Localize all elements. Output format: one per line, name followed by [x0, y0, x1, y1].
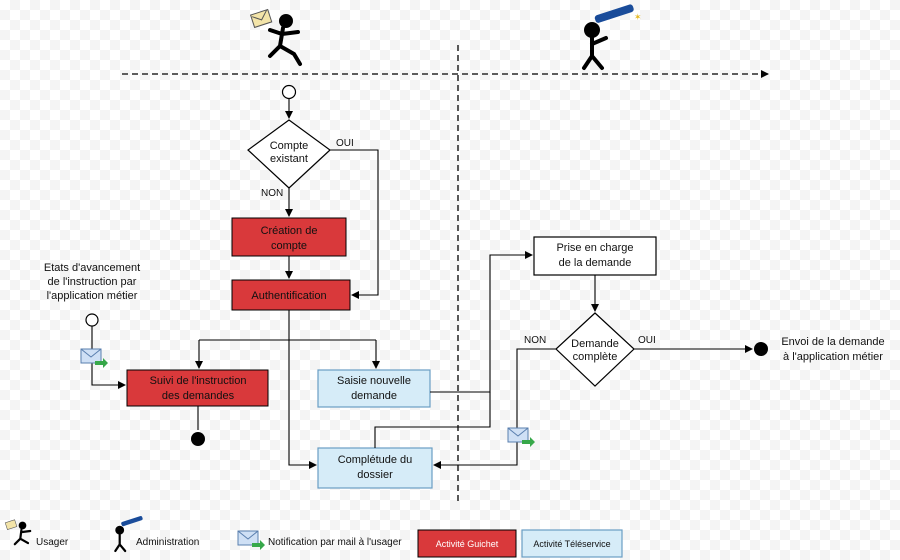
- decision-complete-line2: complète: [573, 351, 618, 363]
- completude-dossier-box: [317, 447, 433, 489]
- prise-line1: Prise en charge: [556, 242, 633, 254]
- etats-line1: Etats d'avancement: [44, 262, 140, 274]
- saisie-demande-box: [317, 369, 431, 408]
- creation-compte-box: [231, 217, 347, 257]
- completude-line1: Complétude du: [338, 454, 413, 466]
- end-node-right: [754, 342, 768, 356]
- suivi-instruction-box: [126, 369, 269, 407]
- legend-notification: Notification par mail à l'usager: [268, 537, 402, 548]
- creation-line1: Création de: [261, 225, 318, 237]
- creation-line2: compte: [271, 240, 307, 252]
- legend-administration: Administration: [136, 537, 199, 548]
- etats-line3: l'application métier: [47, 290, 138, 302]
- envoi-line1: Envoi de la demande: [781, 336, 884, 348]
- mail-notification-icon: [507, 427, 535, 447]
- legend-guichet: Activité Guichet: [436, 539, 499, 549]
- administration-legend-icon: [114, 516, 143, 553]
- legend-guichet-box: [417, 529, 517, 558]
- decision-complete-line1: Demande: [571, 338, 619, 350]
- decision-compte-line2: existant: [270, 153, 308, 165]
- edge-label-oui-top: OUI: [336, 138, 354, 149]
- decision-demande-complete: [555, 312, 635, 387]
- saisie-line1: Saisie nouvelle: [337, 375, 411, 387]
- svg-text:✶: ✶: [634, 12, 642, 22]
- legend: Usager Administration Notification par m…: [4, 516, 623, 558]
- edge-label-non-top: NON: [261, 188, 283, 199]
- prise-en-charge-box: [533, 236, 657, 276]
- etats-start-node: [85, 313, 99, 327]
- usager-legend-icon: [4, 519, 32, 546]
- prise-line2: de la demande: [559, 257, 632, 269]
- saisie-line2: demande: [351, 390, 397, 402]
- end-node-left: [191, 432, 205, 446]
- etats-line2: de l'instruction par: [48, 276, 137, 288]
- edge-label-non-right: NON: [524, 335, 546, 346]
- auth-label: Authentification: [251, 290, 326, 302]
- envoi-line2: à l'application métier: [783, 351, 883, 363]
- authentification-box: [231, 279, 351, 311]
- mail-notification-icon: [80, 348, 108, 368]
- suivi-line2: des demandes: [162, 390, 235, 402]
- edge-label-oui-right: OUI: [638, 335, 656, 346]
- suivi-line1: Suivi de l'instruction: [150, 375, 247, 387]
- legend-teleservice: Activité Téléservice: [533, 539, 610, 549]
- start-node: [281, 84, 297, 100]
- usager-actor-icon: [249, 8, 302, 66]
- legend-teleservice-box: [521, 529, 623, 558]
- decision-compte-line1: Compte: [270, 140, 309, 152]
- completude-line2: dossier: [357, 469, 393, 481]
- legend-usager: Usager: [36, 537, 69, 548]
- notification-legend-icon: [237, 530, 265, 550]
- administration-actor-icon: ✶: [582, 4, 642, 70]
